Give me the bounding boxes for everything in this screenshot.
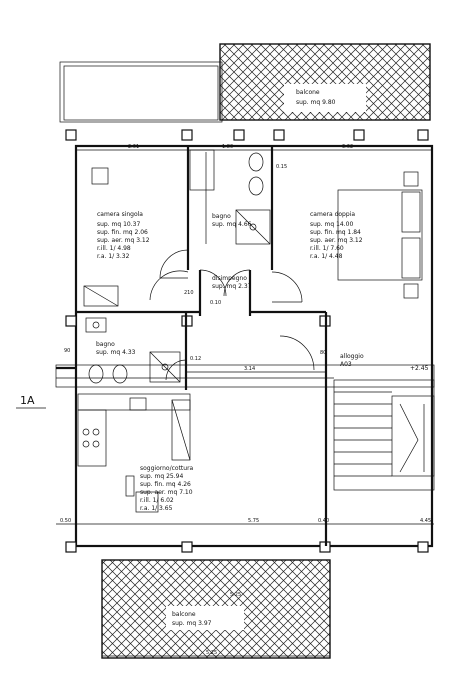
bathroom-lower-fixtures	[85, 317, 181, 384]
bedroom-double-furniture	[337, 171, 423, 299]
entry-sub: A03	[340, 361, 352, 368]
bedroom-single-furniture	[83, 167, 119, 307]
bedroom-double-name: camera doppia	[310, 211, 355, 218]
bedroom-single-line-2: sup. fin. mq 2.06	[97, 229, 148, 236]
dim-balcony-bottom: 5.25	[230, 592, 241, 598]
bedroom-single-name: camera singola	[97, 211, 143, 218]
pillars	[65, 129, 429, 553]
bedroom-double-line-2: sup. fin. mq 1.84	[310, 229, 361, 236]
balcony-bottom-area: sup. mq 3.97	[172, 620, 212, 627]
dim-opening-b: 80	[320, 350, 326, 356]
living-line-1: sup. mq 25.94	[140, 473, 183, 480]
entry-name: alloggio	[340, 353, 364, 360]
interior-walls	[76, 146, 328, 546]
living-line-2: sup. fin. mq 4.26	[140, 481, 191, 488]
bedroom-double-line-5: r.a. 1/ 4.48	[310, 253, 343, 260]
hallway-name: disimpegno	[212, 275, 247, 282]
bedroom-double-label: camera doppia sup. mq 14.00 sup. fin. mq…	[310, 211, 363, 260]
dimension-lines: 2.61 1.80 3.62 0.15 3.14 0.12 0.10 0.50 …	[56, 144, 434, 657]
bathroom-upper-name: bagno	[212, 213, 231, 220]
bathroom-upper-fixtures	[189, 149, 271, 245]
bedroom-single-line-3: sup. aer. mq 3.12	[97, 237, 150, 244]
bedroom-double-line-4: r.ill. 1/ 7.60	[310, 245, 344, 252]
living-line-5: r.a. 1/ 3.65	[140, 505, 173, 512]
balcony-top: balcone sup. mq 9.80	[219, 43, 431, 121]
dim-balcony-bottom-width: 5.25	[206, 650, 217, 656]
living-line-4: r.ill. 1/ 6.02	[140, 497, 174, 504]
dim-right-edge: 4.45	[420, 518, 431, 524]
dim-side-b: 0.10	[210, 300, 221, 306]
balcony-bottom: balcone sup. mq 3.97	[101, 559, 331, 659]
kitchen-fixtures	[77, 393, 191, 513]
staircase	[333, 379, 435, 491]
bedroom-single-line-1: sup. mq 10.37	[97, 221, 140, 228]
dim-opening-a: 210	[184, 290, 194, 296]
living-name: soggiorno/cottura	[140, 465, 194, 472]
bathroom-lower-name: bagno	[96, 341, 115, 348]
hallway-area: sup. mq 2.37	[212, 283, 252, 290]
bedroom-double-line-1: sup. mq 14.00	[310, 221, 353, 228]
balcony-bottom-name: balcone	[172, 611, 196, 618]
door-swings	[149, 249, 315, 381]
dim-mid-span: 3.14	[244, 366, 255, 372]
dim-side-a: 0.12	[190, 356, 201, 362]
living-line-3: sup. aer. mq 7.10	[140, 489, 193, 496]
dim-bottom-left: 0.50	[60, 518, 71, 524]
bathroom-lower-area: sup. mq 4.33	[96, 349, 136, 356]
dim-top-margin: 0.15	[276, 164, 287, 170]
dim-bottom-right: 0.40	[318, 518, 329, 524]
dim-top-mid: 1.80	[222, 144, 233, 150]
living-label: soggiorno/cottura sup. mq 25.94 sup. fin…	[140, 465, 194, 512]
bedroom-single-line-5: r.a. 1/ 3.32	[97, 253, 130, 260]
dim-top-left: 2.61	[128, 144, 139, 150]
dim-top-right: 3.62	[342, 144, 353, 150]
bedroom-single-line-4: r.ill. 1/ 4.98	[97, 245, 131, 252]
balcony-top-name: balcone	[296, 89, 320, 96]
unit-label: 1A	[20, 394, 35, 407]
dim-bottom-mid: 5.75	[248, 518, 259, 524]
bedroom-double-line-3: sup. aer. mq 3.12	[310, 237, 363, 244]
bedroom-single-label: camera singola sup. mq 10.37 sup. fin. m…	[97, 211, 150, 260]
dim-left-small: 90	[64, 348, 70, 354]
balcony-top-area: sup. mq 9.80	[296, 99, 336, 106]
stair-level: +2.45	[410, 365, 429, 372]
bathroom-upper-area: sup. mq 4.66	[212, 221, 252, 228]
